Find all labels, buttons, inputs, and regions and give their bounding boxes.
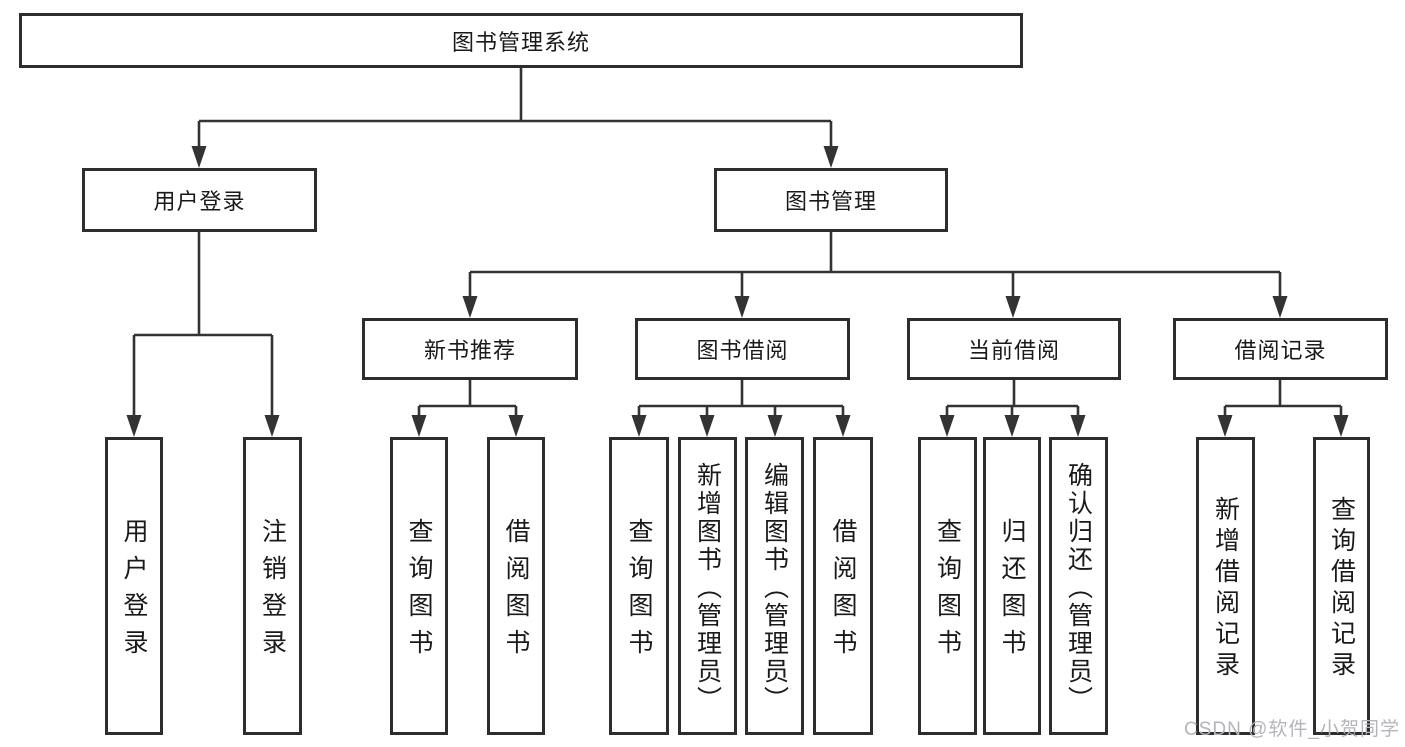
node-user-login-label: 用户登录 (153, 189, 246, 214)
leaf-user-login-label: 用户登录 (120, 518, 148, 666)
leaf-borrow-book-recommend-label: 借阅图书 (502, 518, 530, 666)
node-book-borrow: 图书借阅 (635, 318, 850, 380)
leaf-query-borrow-record-label: 查询借阅记录 (1327, 496, 1356, 682)
leaf-query-book-recommend: 查询图书 (390, 437, 448, 735)
leaf-query-book-current: 查询图书 (918, 437, 977, 735)
leaf-query-book-recommend-label: 查询图书 (405, 518, 433, 666)
node-current-borrow: 当前借阅 (907, 318, 1121, 380)
leaf-add-borrow-record: 新增借阅记录 (1196, 437, 1255, 735)
connector-book-borrow (631, 380, 851, 437)
leaf-borrow-book-recommend: 借阅图书 (487, 437, 545, 735)
leaf-confirm-return-admin: 确认归还（管理员） (1049, 437, 1108, 735)
leaf-return-book-label: 归还图书 (998, 518, 1026, 666)
leaf-query-book-borrow: 查询图书 (609, 437, 669, 735)
connector-new-book-recommend (411, 380, 524, 437)
leaf-add-borrow-record-label: 新增借阅记录 (1211, 496, 1240, 682)
leaf-borrow-book: 借阅图书 (813, 437, 873, 735)
leaf-borrow-book-label: 借阅图书 (829, 518, 857, 666)
csdn-watermark: CSDN @软件_小贺同学 (1184, 719, 1400, 740)
leaf-edit-book-admin-label: 编辑图书（管理员） (760, 461, 789, 714)
leaf-logout-login-label: 注销登录 (258, 518, 287, 666)
leaf-add-book-admin-label: 新增图书（管理员） (693, 461, 722, 714)
leaf-query-book-borrow-label: 查询图书 (625, 518, 653, 666)
node-new-book-recommend: 新书推荐 (362, 318, 578, 380)
node-root: 图书管理系统 (19, 13, 1023, 68)
leaf-query-borrow-record: 查询借阅记录 (1313, 437, 1370, 735)
node-book-management-label: 图书管理 (784, 189, 877, 214)
connector-current-borrow (939, 380, 1086, 437)
connector-book-management (462, 232, 1288, 318)
node-user-login: 用户登录 (82, 168, 317, 232)
leaf-edit-book-admin: 编辑图书（管理员） (745, 437, 804, 735)
node-current-borrow-label: 当前借阅 (967, 338, 1060, 363)
node-root-label: 图书管理系统 (451, 29, 590, 55)
connector-borrow-records (1217, 380, 1349, 437)
node-book-borrow-label: 图书借阅 (696, 338, 789, 363)
connector-user-login (126, 232, 280, 437)
leaf-return-book: 归还图书 (983, 437, 1041, 735)
node-new-book-recommend-label: 新书推荐 (423, 338, 516, 363)
leaf-logout-login: 注销登录 (243, 437, 302, 735)
connector-root (191, 68, 839, 168)
leaf-user-login: 用户登录 (105, 437, 163, 735)
node-borrow-records: 借阅记录 (1173, 318, 1388, 380)
leaf-query-book-current-label: 查询图书 (933, 518, 962, 666)
leaf-add-book-admin: 新增图书（管理员） (678, 437, 737, 735)
leaf-confirm-return-admin-label: 确认归还（管理员） (1064, 461, 1093, 714)
node-book-management: 图书管理 (714, 168, 948, 232)
node-borrow-records-label: 借阅记录 (1234, 338, 1327, 363)
